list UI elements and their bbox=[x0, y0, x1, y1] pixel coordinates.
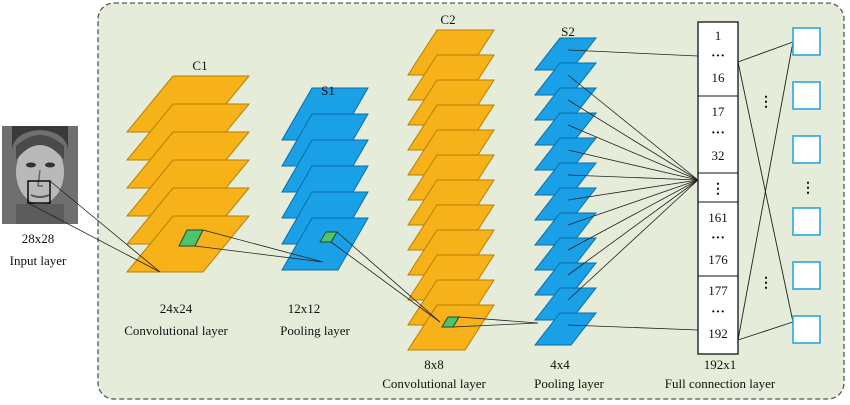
fc-cell-5-bottom: 192 bbox=[708, 326, 728, 341]
s1-size-label: 12x12 bbox=[288, 301, 321, 316]
s2-layer-label: Pooling layer bbox=[534, 376, 604, 391]
s2-feature-map-stack bbox=[533, 37, 598, 346]
input-layer-label: Input layer bbox=[10, 253, 67, 268]
c1-layer-label: Convolutional layer bbox=[124, 323, 228, 338]
s2-to-fc-connections bbox=[567, 49, 699, 331]
fc-cell-3-dots: ⋮ bbox=[711, 182, 725, 197]
output-node-1 bbox=[792, 27, 821, 56]
s2-title: S2 bbox=[561, 24, 575, 39]
fc-layer-column: 1 ··· 16 17 ··· 32 ⋮ 161 ··· 176 177 ···… bbox=[697, 21, 739, 355]
receptive-field-lines bbox=[27, 180, 539, 328]
fc-cell-4-bottom: 176 bbox=[708, 252, 728, 267]
s2-fc-line-7 bbox=[567, 179, 699, 201]
fc-cell-5-top: 177 bbox=[708, 283, 728, 298]
fc-to-output-connections bbox=[737, 41, 794, 341]
c2-title: C2 bbox=[440, 12, 455, 27]
s2-fc-line-11 bbox=[567, 179, 699, 301]
output-node-2 bbox=[792, 81, 821, 110]
output-dots-lower: ⋮ bbox=[759, 276, 773, 291]
s2-fc-line-2 bbox=[567, 74, 699, 181]
output-node-5 bbox=[792, 261, 821, 290]
fc-cell-4-dots: ··· bbox=[711, 231, 725, 246]
fc-cell-1-dots: ··· bbox=[711, 49, 725, 64]
fc-cell-1-bottom: 16 bbox=[712, 70, 726, 85]
output-node-3 bbox=[792, 135, 821, 164]
fc-layer-label: Full connection layer bbox=[665, 376, 776, 391]
s2-fc-line-6 bbox=[567, 174, 699, 181]
s2-fc-line-12 bbox=[567, 324, 699, 331]
s2-fc-line-8 bbox=[567, 179, 699, 226]
s1-title: S1 bbox=[321, 83, 335, 98]
fc-cell-2-top: 17 bbox=[712, 104, 726, 119]
output-dots-upper: ⋮ bbox=[759, 95, 773, 110]
output-node-column bbox=[792, 27, 821, 344]
output-node-4 bbox=[792, 207, 821, 236]
fc-cell-2-bottom: 32 bbox=[712, 148, 725, 163]
fc-cell-5-dots: ··· bbox=[711, 305, 725, 320]
c2-feature-map-stack bbox=[407, 29, 495, 351]
s2-fc-line-9 bbox=[567, 179, 699, 251]
fc-cell-1-top: 1 bbox=[715, 28, 722, 43]
s2-fc-line-4 bbox=[567, 124, 699, 181]
fc-cell-4-top: 161 bbox=[708, 210, 728, 225]
s2-feature-map-12 bbox=[533, 312, 598, 346]
fc-cell-2-dots: ··· bbox=[711, 126, 725, 141]
c1-title: C1 bbox=[192, 58, 207, 73]
input-size-label: 28x28 bbox=[22, 231, 55, 246]
output-dots-middle: ⋮ bbox=[801, 181, 815, 196]
s2-fc-line-1 bbox=[567, 49, 699, 57]
s2-fc-line-3 bbox=[567, 99, 699, 181]
c2-layer-label: Convolutional layer bbox=[382, 376, 486, 391]
s2-size-label: 4x4 bbox=[550, 357, 570, 372]
s2-fc-line-10 bbox=[567, 179, 699, 276]
input-face-image bbox=[2, 126, 78, 224]
s2-fc-line-5 bbox=[567, 149, 699, 181]
c1-size-label: 24x24 bbox=[160, 301, 193, 316]
s1-layer-label: Pooling layer bbox=[280, 323, 350, 338]
output-node-6 bbox=[792, 315, 821, 344]
fc-size-label: 192x1 bbox=[704, 357, 737, 372]
c2-size-label: 8x8 bbox=[424, 357, 444, 372]
